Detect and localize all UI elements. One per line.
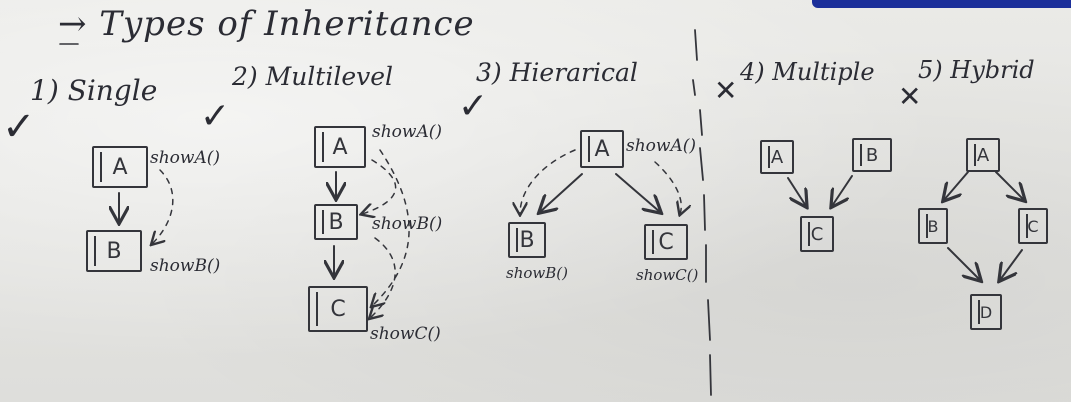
class-box-d: D	[970, 294, 1002, 330]
check-icon: ✓	[458, 86, 489, 127]
class-box-c: C	[1018, 208, 1048, 244]
class-box-b: B	[918, 208, 948, 244]
cross-icon: ✕	[714, 74, 738, 107]
multiple-arrow-b-c	[832, 175, 853, 206]
class-box-b: B	[314, 204, 358, 240]
class-box-b: B	[852, 138, 892, 172]
class-box-c: C	[800, 216, 834, 252]
method-label: showC()	[370, 324, 441, 344]
hybrid-arrow-c-d	[1000, 249, 1023, 280]
heading-single: 1) Single	[30, 74, 158, 107]
hier-dash-left	[520, 149, 576, 214]
class-box-a: A	[966, 138, 1000, 172]
multilevel-dash-3	[370, 237, 396, 318]
hier-arrow-a-b	[540, 173, 583, 212]
method-label: showB()	[150, 256, 221, 276]
check-icon: ✓	[200, 96, 231, 137]
check-icon: ✓	[2, 104, 36, 150]
multilevel-dash-1	[362, 159, 397, 214]
method-label: showA()	[626, 136, 697, 156]
heading-hybrid: 5) Hybrid	[918, 56, 1035, 84]
class-box-a: A	[314, 126, 366, 168]
class-box-a: A	[760, 140, 794, 174]
hybrid-arrow-a-b	[944, 171, 969, 200]
class-box-c: C	[308, 286, 368, 332]
class-box-b: B	[86, 230, 142, 272]
page-title: → Types of Inheritance	[58, 4, 475, 44]
class-box-c: C	[644, 224, 688, 260]
single-dash-arrow	[152, 169, 174, 244]
method-label: showA()	[372, 122, 443, 142]
method-label: showB()	[372, 214, 443, 234]
class-box-b: B	[508, 222, 546, 258]
class-box-a: A	[580, 130, 624, 168]
heading-hierarchical: 3) Hierarical	[476, 58, 638, 87]
hybrid-arrow-a-c	[995, 171, 1024, 200]
hybrid-arrow-b-d	[947, 247, 980, 280]
section-divider	[692, 29, 712, 396]
heading-multiple: 4) Multiple	[740, 58, 875, 86]
multilevel-dash-2	[372, 149, 410, 306]
multiple-arrow-a-c	[787, 177, 806, 206]
hier-dash-right	[654, 161, 681, 214]
blue-banner	[812, 0, 1071, 8]
cross-icon: ✕	[898, 80, 922, 113]
method-label: showC()	[636, 266, 699, 284]
heading-multilevel: 2) Multilevel	[232, 62, 394, 91]
method-label: showA()	[150, 148, 221, 168]
class-box-a: A	[92, 146, 148, 188]
method-label: showB()	[506, 264, 568, 282]
hier-arrow-a-c	[615, 173, 660, 212]
